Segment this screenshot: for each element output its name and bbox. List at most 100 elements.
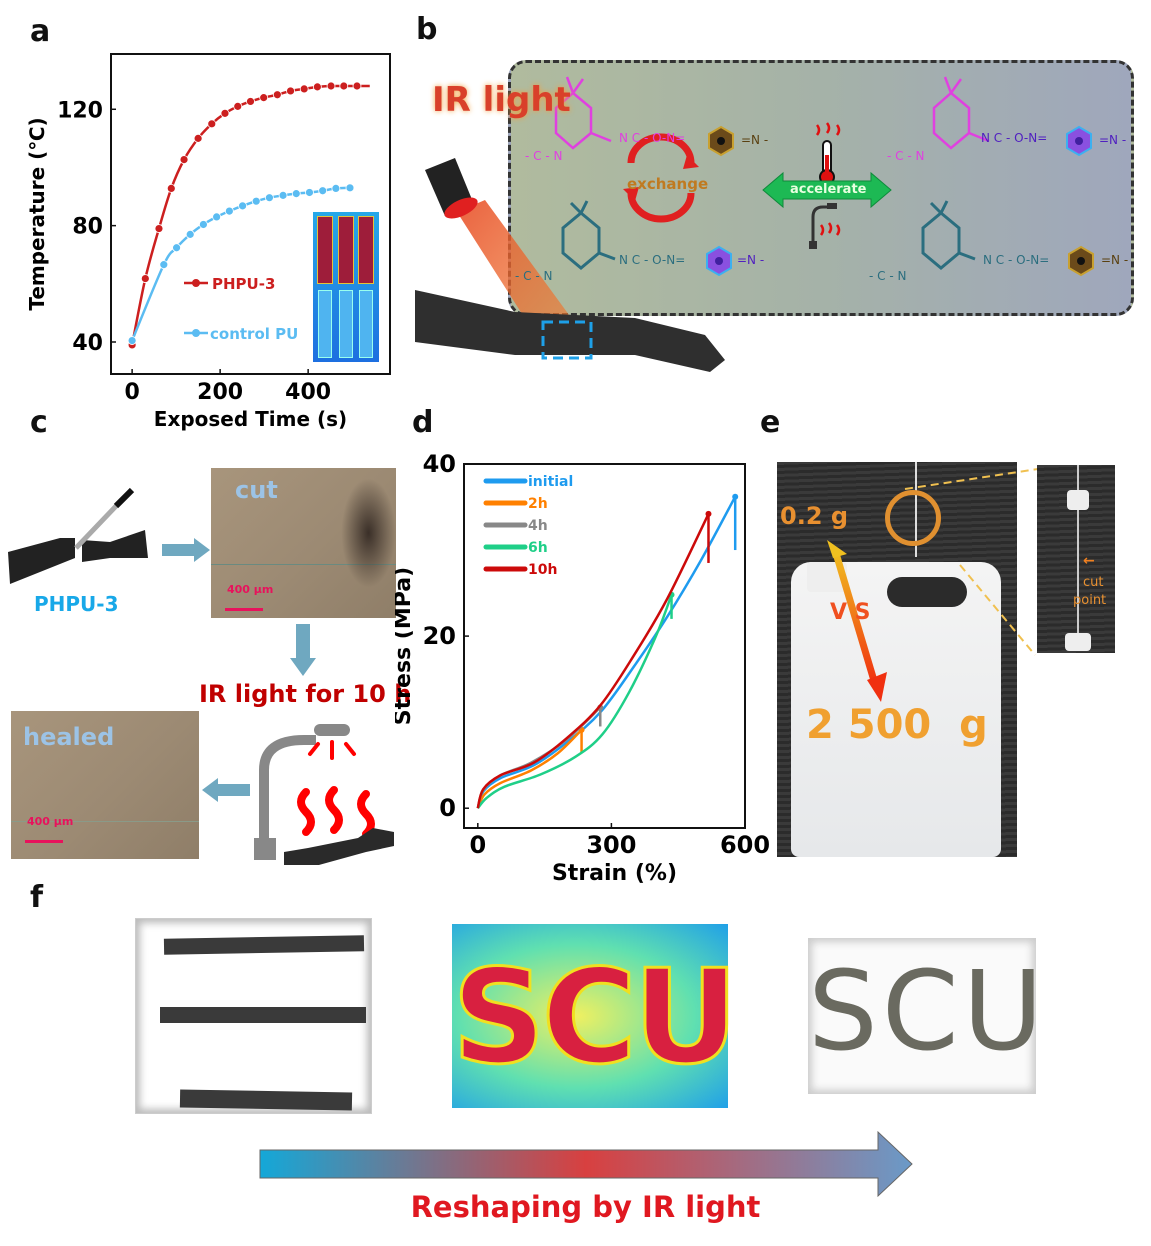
data-point — [193, 133, 203, 143]
blue-sample-strip — [359, 290, 373, 358]
healed-micrograph: healed 400 μm — [11, 711, 199, 859]
data-point — [265, 193, 274, 203]
red-sample-strip — [358, 216, 374, 284]
reshaped-scu-photo: SCU — [808, 938, 1048, 1094]
red-sample-strip — [317, 216, 333, 284]
dogbone-half — [82, 530, 148, 562]
accelerate-label: accelerate — [790, 182, 867, 197]
chem-fragment: N C - O-N= — [619, 131, 686, 145]
series-line-4h — [476, 706, 602, 809]
data-point — [172, 243, 181, 253]
water-jug — [791, 562, 1001, 857]
lamp-stand — [259, 735, 316, 860]
reshaping-arrow-icon — [259, 1130, 913, 1198]
ir-lamp-icon — [425, 158, 478, 219]
panel-label-e: e — [760, 405, 781, 440]
scale-bar — [25, 840, 63, 843]
cut-sample-drawing — [8, 487, 148, 584]
red-sample-strip — [338, 216, 354, 284]
benzene-ring-icon — [1066, 125, 1092, 157]
data-point — [259, 93, 269, 103]
data-point — [345, 183, 355, 193]
x-tick-label: 300 — [586, 831, 636, 859]
data-point — [166, 183, 176, 193]
thermal-image-inset — [313, 212, 379, 362]
data-point — [127, 336, 137, 345]
knife-blade — [74, 502, 120, 550]
series-line-2h — [476, 729, 583, 809]
data-point — [312, 82, 322, 92]
y-tick-label: 20 — [423, 622, 456, 650]
cut-micrograph: cut 400 μm — [211, 468, 396, 618]
series-line-6h — [476, 594, 673, 810]
series-line-10h — [476, 513, 710, 809]
healed-line — [11, 821, 199, 822]
y-tick-label: 0 — [439, 794, 456, 822]
debris — [341, 478, 396, 588]
data-point — [272, 90, 282, 100]
plot-frame — [110, 53, 391, 375]
magnifier-icon — [885, 490, 941, 546]
data-point — [246, 97, 255, 106]
clamp-top — [1067, 490, 1089, 510]
lamp-head — [314, 724, 350, 736]
data-point — [326, 81, 336, 91]
y-axis-label: Temperature (℃) — [25, 117, 49, 310]
cyclohexane-ring-icon — [554, 76, 612, 150]
cut-line — [211, 564, 396, 565]
data-point — [185, 229, 195, 239]
cut-label: cut — [235, 476, 278, 504]
scu-shape-reshaped: SCU — [808, 947, 1048, 1075]
data-point — [305, 188, 314, 197]
data-point — [299, 84, 309, 94]
arrow-left-icon — [202, 778, 250, 802]
x-tick-label: 600 — [720, 831, 770, 859]
data-point — [224, 206, 234, 216]
y-tick-label: 40 — [72, 331, 103, 356]
clamp-bottom — [1065, 633, 1091, 651]
strip — [163, 935, 365, 955]
fracture-point — [705, 510, 712, 517]
ir-lamp-icon — [809, 203, 841, 249]
benzene-ring-icon — [708, 125, 734, 157]
strip — [1077, 465, 1079, 645]
cyclohexane-ring-icon — [932, 76, 990, 150]
knife-handle — [113, 487, 135, 509]
legend-label: 10h — [528, 562, 557, 578]
molecule-drawings — [554, 76, 1094, 277]
panel-label-f: f — [30, 880, 44, 915]
sample-label: PHPU-3 — [34, 592, 119, 616]
data-point — [207, 119, 217, 129]
exchange-label: exchange — [627, 175, 709, 193]
benzene-ring-icon — [1068, 245, 1094, 277]
panel-label-a: a — [30, 14, 51, 49]
scale-bar-label: 400 μm — [27, 815, 74, 828]
series-line-control-PU — [130, 186, 351, 342]
point-label: point — [1073, 593, 1107, 608]
data-point — [238, 201, 247, 211]
legend-label: 2h — [528, 496, 548, 512]
legend-label: 6h — [528, 540, 548, 556]
data-point — [286, 86, 295, 96]
ir-illumination-drawing — [415, 158, 725, 372]
data-point — [318, 186, 328, 196]
x-axis-label: Strain (%) — [552, 861, 677, 886]
data-point — [352, 81, 362, 91]
lamp-base — [254, 838, 276, 860]
reshaping-caption: Reshaping by IR light — [410, 1190, 761, 1224]
vs-label: V S — [830, 600, 871, 625]
strip — [179, 1089, 353, 1111]
strip — [160, 1007, 366, 1023]
ir-light-label: IR light — [432, 80, 571, 120]
data-point — [233, 101, 243, 111]
chem-fragment: N C - O-N= — [983, 253, 1050, 267]
data-point — [339, 81, 349, 91]
data-point — [331, 183, 341, 193]
y-tick-label: 120 — [57, 98, 103, 123]
legend-marker — [192, 279, 200, 287]
x-axis-label: Exposed Time (s) — [154, 407, 347, 431]
data-point — [220, 108, 230, 118]
dogbone-sample — [284, 828, 394, 865]
